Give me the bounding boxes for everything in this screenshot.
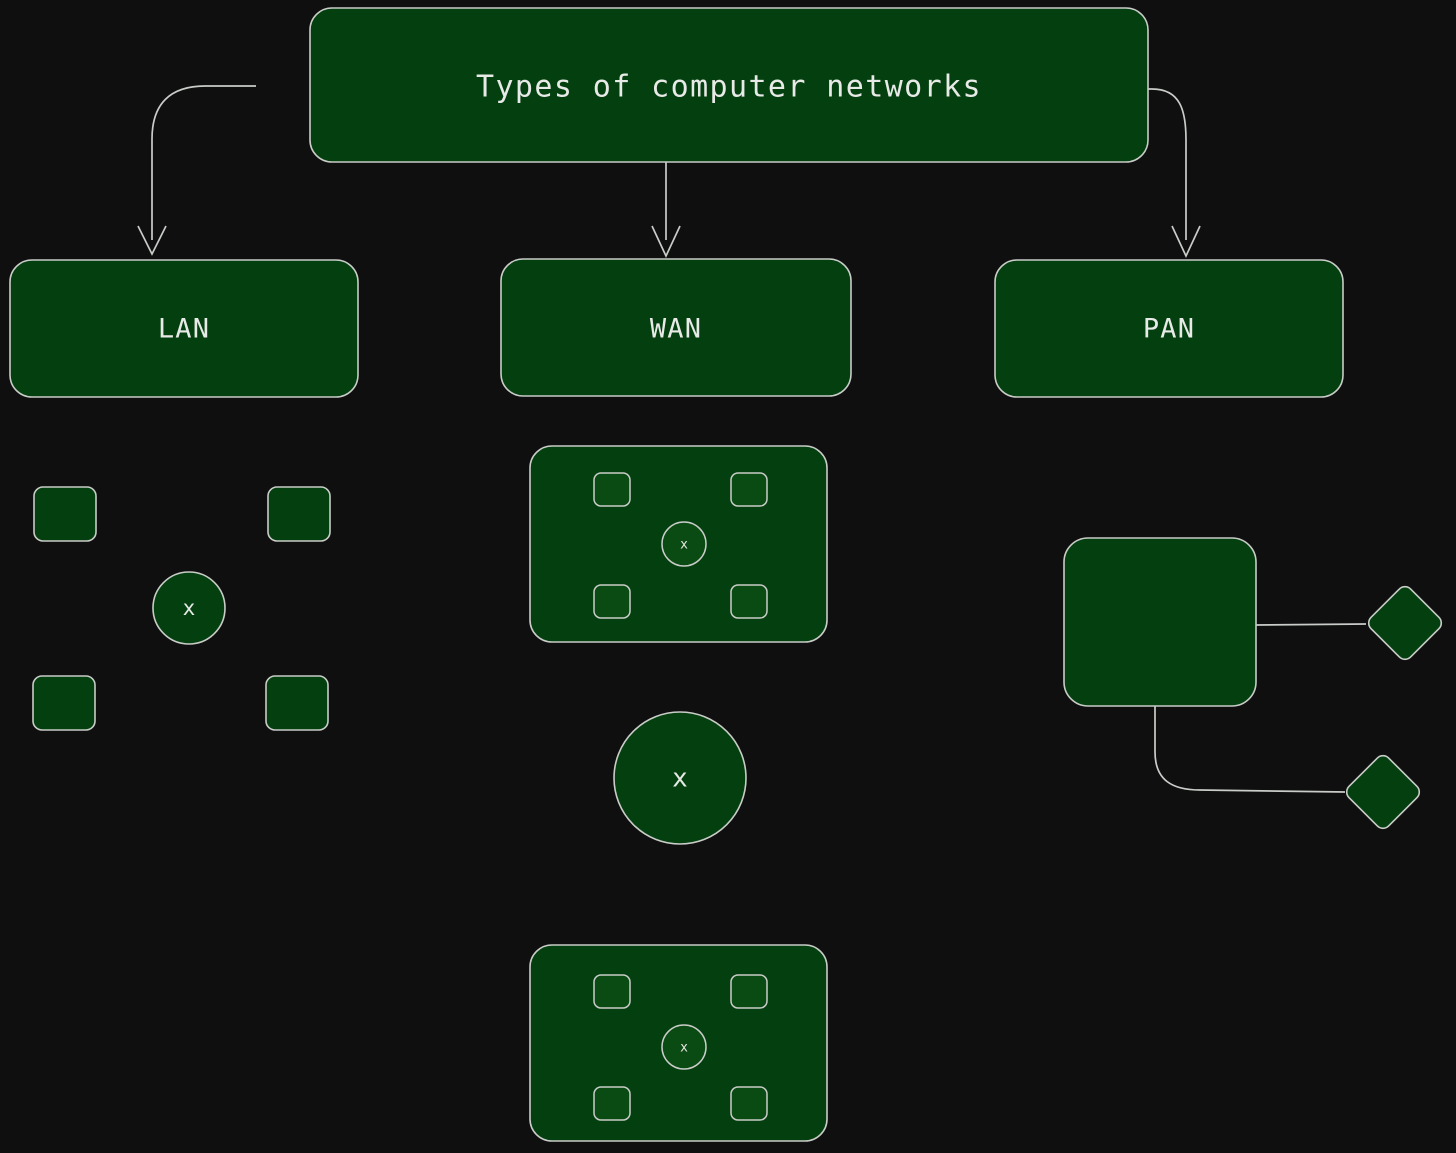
lan-cluster-hub-label: x — [183, 596, 196, 620]
wan-cluster-hub-label: x — [680, 538, 688, 553]
pan-node-label: PAN — [1143, 314, 1195, 345]
standalone-circle-label: x — [672, 764, 688, 794]
edge-root-to-wan — [651, 162, 681, 259]
pan-device-node-1[interactable] — [1365, 583, 1444, 662]
wan-cluster-node-top-right[interactable] — [730, 472, 768, 507]
pan-host-node[interactable] — [1063, 537, 1257, 707]
bottom-cluster-node-bottom-left[interactable] — [593, 1086, 631, 1121]
bottom-cluster-hub-circle[interactable] — [661, 1024, 707, 1070]
lan-cluster-node-bottom-left[interactable] — [32, 675, 96, 731]
root-node-label: Types of computer networks — [476, 70, 982, 105]
pan-cluster — [1063, 537, 1444, 831]
bottom-cluster-node-bottom-right[interactable] — [730, 1086, 768, 1121]
wan-cluster: x — [529, 445, 828, 643]
standalone-circle-shape[interactable] — [613, 711, 747, 845]
wan-cluster-node-top-left[interactable] — [593, 472, 631, 507]
wan-cluster-node-bottom-right[interactable] — [730, 584, 768, 619]
edge-root-to-lan — [137, 85, 256, 256]
bottom-cluster-node-top-right[interactable] — [730, 974, 768, 1009]
wan-cluster-node-bottom-left[interactable] — [593, 584, 631, 619]
arrowhead-lan — [137, 225, 167, 256]
root-node-box[interactable] — [309, 7, 1149, 163]
node-root[interactable]: Types of computer networks — [309, 7, 1149, 163]
pan-connector-to-device-1 — [1255, 623, 1367, 626]
arrowhead-wan — [651, 225, 681, 259]
lan-cluster: x — [32, 486, 331, 731]
wan-node-box[interactable] — [500, 258, 852, 397]
lan-node-box[interactable] — [9, 259, 359, 398]
lan-cluster-node-bottom-right[interactable] — [265, 675, 329, 731]
bottom-cluster: x — [529, 944, 828, 1142]
wan-cluster-hub-circle[interactable] — [661, 521, 707, 567]
bottom-cluster-hub-label: x — [680, 1041, 688, 1056]
lan-cluster-node-top-left[interactable] — [33, 486, 97, 542]
pan-device-node-2[interactable] — [1343, 752, 1422, 831]
lan-cluster-hub-circle[interactable] — [152, 571, 226, 645]
lan-node-label: LAN — [158, 314, 210, 345]
pan-node-box[interactable] — [994, 259, 1344, 398]
edge-root-to-pan — [1098, 88, 1201, 259]
bottom-cluster-node-top-left[interactable] — [593, 974, 631, 1009]
lan-cluster-node-top-right[interactable] — [267, 486, 331, 542]
arrowhead-pan — [1171, 225, 1201, 259]
node-lan[interactable]: LAN — [9, 259, 359, 398]
standalone-circle-node[interactable]: x — [613, 711, 747, 845]
node-wan[interactable]: WAN — [500, 258, 852, 397]
wan-node-label: WAN — [650, 314, 702, 345]
node-pan[interactable]: PAN — [994, 259, 1344, 398]
pan-connector-to-device-2 — [1154, 706, 1346, 793]
